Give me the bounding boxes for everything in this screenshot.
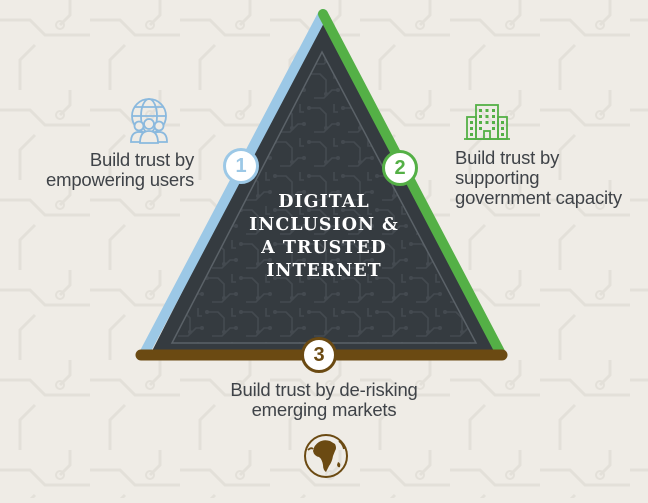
caption-line: empowering users <box>46 169 194 190</box>
side-empowering-users <box>140 9 328 357</box>
government-building-icon <box>464 104 510 140</box>
center-title-line: A TRUSTED <box>261 238 387 258</box>
pillar-1-badge: 1 <box>223 148 259 184</box>
caption-line: Build trust by de-risking <box>230 379 418 400</box>
side-government-capacity <box>318 9 505 357</box>
center-title-line: DIGITAL <box>278 192 370 212</box>
triangle-circuit-pattern <box>172 52 476 343</box>
center-title-line: INTERNET <box>266 261 382 281</box>
center-title-line: INCLUSION & <box>249 215 399 235</box>
caption-line: Build trust by <box>455 147 560 168</box>
pillar-2-caption: Build trust by supporting government cap… <box>455 148 622 208</box>
caption-line: Build trust by <box>89 149 194 170</box>
africa-globe-icon <box>304 434 348 478</box>
pillar-2-badge: 2 <box>382 150 418 186</box>
caption-line: supporting <box>455 167 540 188</box>
caption-line: government capacity <box>455 187 622 208</box>
caption-line: emerging markets <box>251 399 397 420</box>
pillar-1-caption: Build trust by empowering users <box>46 150 194 190</box>
pillar-3-badge: 3 <box>301 337 337 373</box>
pillar-3-caption: Build trust by de-risking emerging marke… <box>0 380 648 420</box>
center-title: DIGITAL INCLUSION & A TRUSTED INTERNET <box>230 191 418 283</box>
globe-people-icon <box>130 98 168 144</box>
